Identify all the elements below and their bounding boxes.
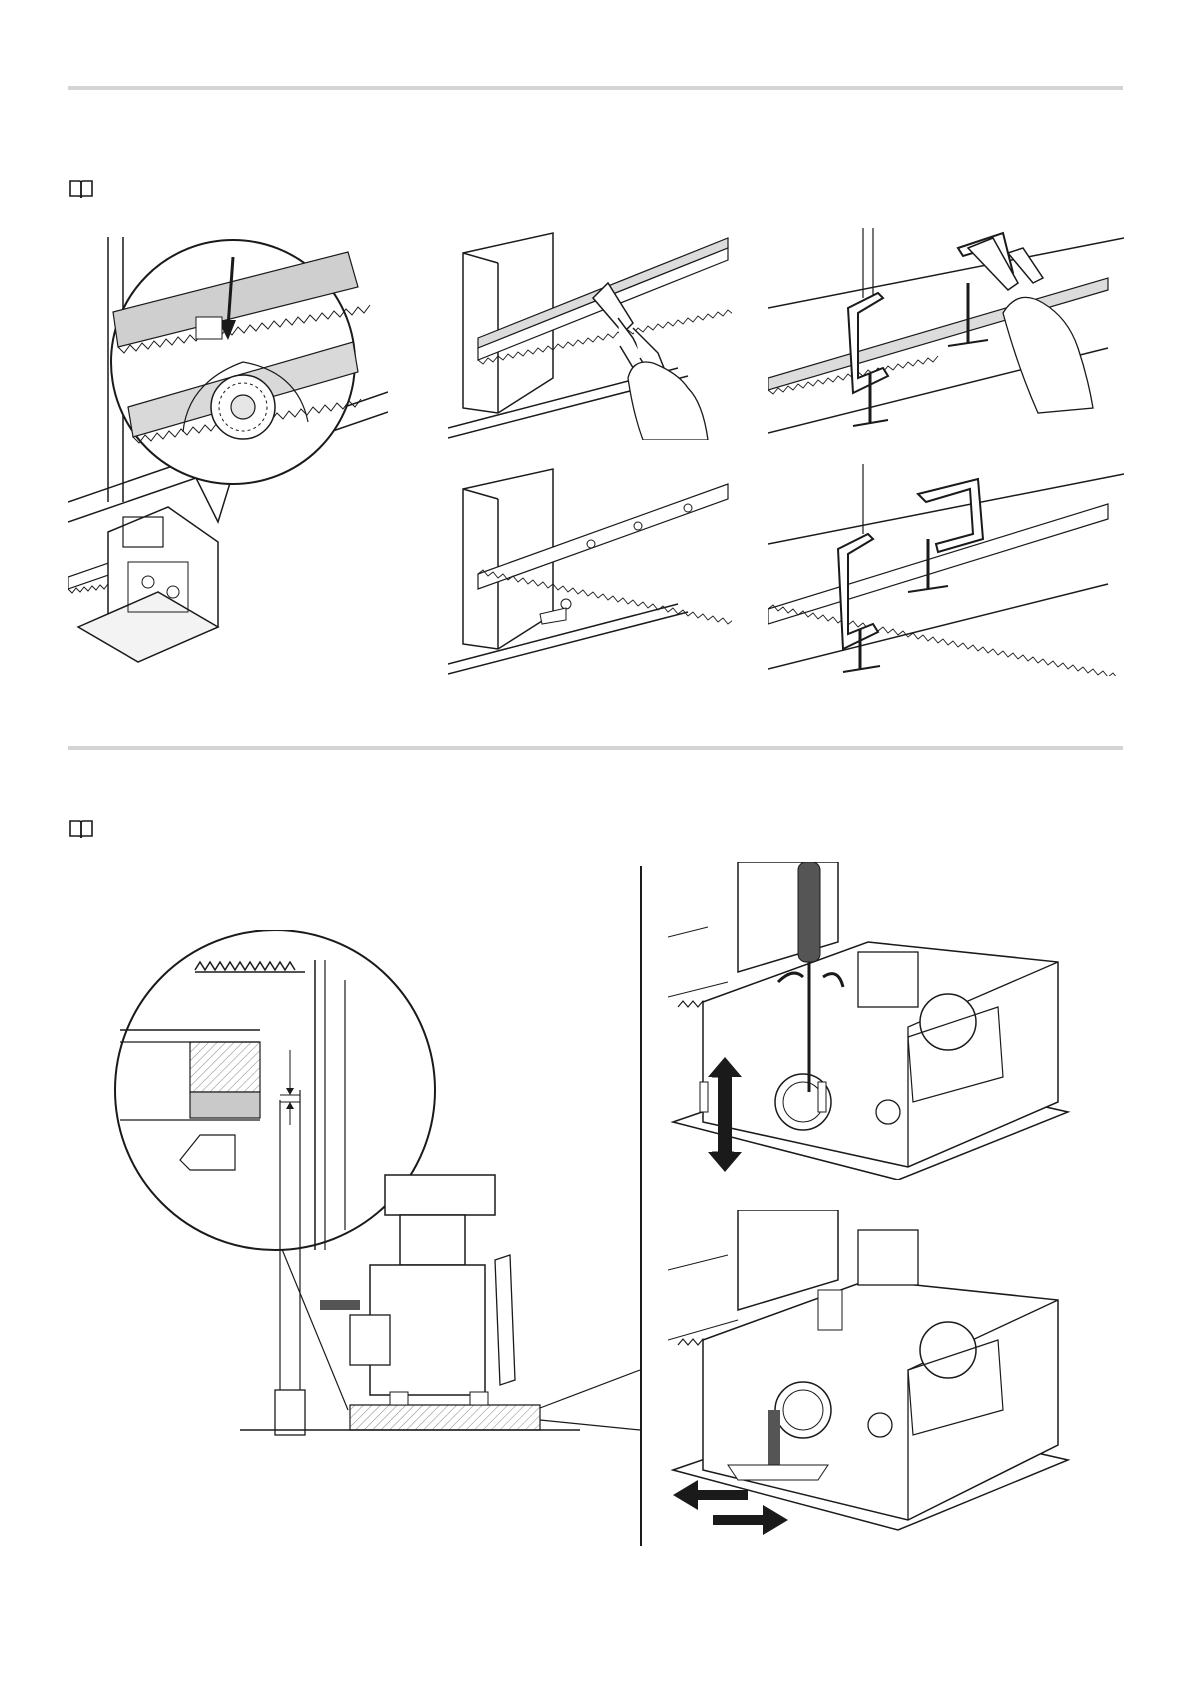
height-adjust-screwdriver-figure [668, 862, 1080, 1180]
open-book-icon [68, 818, 94, 840]
rack-clamping-pliers-figure [448, 228, 732, 440]
rack-screw-fixing-figure [448, 464, 732, 676]
open-book-icon [68, 178, 94, 200]
rack-clamping-pliers-detail-figure [768, 228, 1124, 440]
figure-separator-line [640, 866, 642, 1546]
rack-gear-detail-figure [68, 232, 388, 672]
rack-joint-clamps-figure [768, 464, 1124, 676]
horizontal-adjust-figure [668, 1210, 1080, 1540]
gap-detail-figure [100, 930, 640, 1470]
section-divider-bottom [68, 746, 1123, 750]
section-divider-top [68, 86, 1123, 90]
